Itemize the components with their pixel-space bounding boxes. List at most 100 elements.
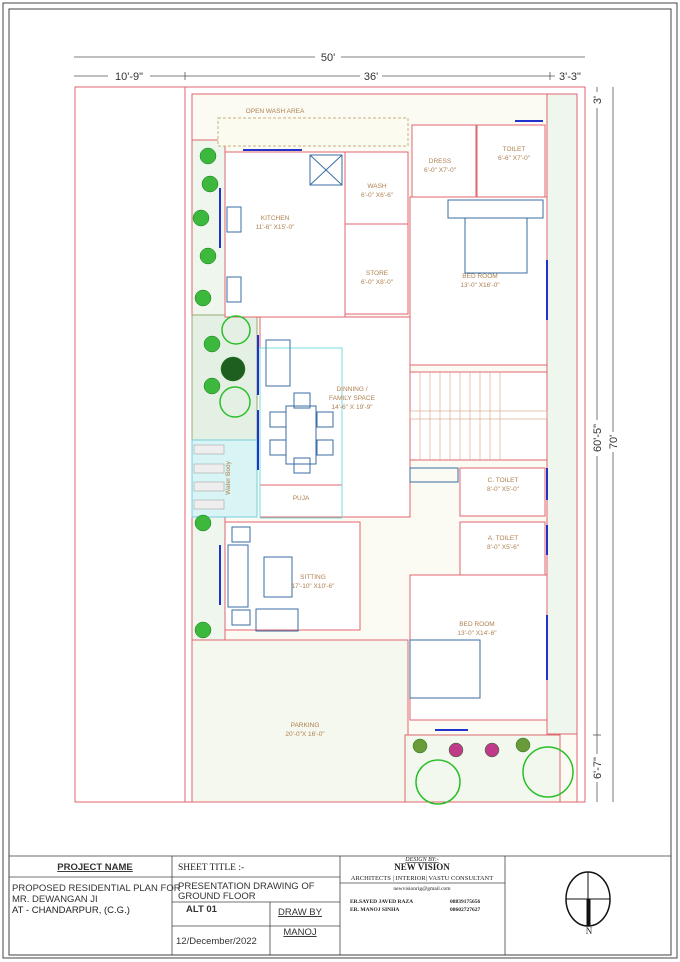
- stove-icon: [226, 206, 242, 233]
- windows: [219, 120, 548, 731]
- label-dress: DRESS: [429, 158, 452, 165]
- draw-by-label: DRAW BY: [278, 907, 323, 918]
- parking: [191, 639, 409, 803]
- label-store: STORE: [366, 270, 389, 277]
- plant-icon: [199, 147, 217, 165]
- tree-icon: [522, 746, 574, 798]
- bed-1: [464, 217, 528, 274]
- size-kitchen: 11'-6" X15'-0": [256, 224, 295, 231]
- flower-plant-icon: [515, 737, 531, 753]
- label-water-body: Water Body: [225, 460, 232, 494]
- size-a-toilet: 8'-0" X5'-6": [487, 544, 520, 551]
- size-dining: 14'-6" X 19'-9": [331, 404, 373, 411]
- a-toilet: [459, 521, 546, 576]
- plant-icon: [194, 289, 212, 307]
- sink-icon: [226, 276, 242, 303]
- date: 12/December/2022: [176, 936, 257, 947]
- size-bedroom-1: 13'-0" X16'-0": [460, 282, 500, 289]
- loveseat: [255, 608, 299, 632]
- firm-tagline: ARCHITECTS | INTERIOR| VASTU CONSULTANT: [351, 875, 493, 882]
- plant-icon: [192, 209, 210, 227]
- kitchen: [224, 151, 346, 318]
- washbasin: [409, 467, 459, 483]
- label-bedroom-1: BED ROOM: [462, 273, 497, 280]
- design-by-label: DESIGN BY:-: [404, 857, 438, 863]
- dim-total-depth: 70': [608, 435, 620, 449]
- flower-plant-icon: [412, 738, 428, 754]
- tree-icon: [219, 386, 251, 418]
- dim-front-setback: 6'-7": [592, 757, 604, 779]
- label-open-wash: OPEN WASH AREA: [246, 108, 305, 115]
- dim-total-width: 50': [321, 52, 335, 64]
- label-family-space: FAMILY SPACE: [329, 395, 376, 402]
- project-line-1: PROPOSED RESIDENTIAL PLAN FOR: [12, 883, 181, 894]
- stair-treads: [409, 372, 548, 460]
- size-dress: 6'-0" X7'-0": [424, 167, 457, 174]
- title-block: [8, 855, 672, 956]
- size-wash: 6'-0" X6'-6": [361, 192, 394, 199]
- size-parking: 20'-0"X 16'-0": [285, 731, 325, 738]
- flower-plant-icon: [484, 742, 500, 758]
- dim-left-setback: 10'-9": [115, 71, 143, 83]
- dining-table: [285, 405, 317, 465]
- plant-icon: [201, 175, 219, 193]
- front-garden: [404, 734, 561, 803]
- furniture: [226, 154, 544, 699]
- label-wash: WASH: [367, 183, 387, 190]
- size-sitting: 17'-10" X10'-6": [292, 583, 336, 590]
- contact-phone-1: 08839175656: [450, 899, 481, 905]
- label-puja: PUJA: [293, 495, 310, 502]
- contact-name-1: ER.SAYED JAVED RAZA: [350, 899, 413, 905]
- contact-phone-2: 08602727627: [450, 907, 481, 913]
- dining-family: [259, 316, 411, 518]
- firm-name: NEW VISION: [394, 862, 450, 872]
- plant-icon: [203, 335, 221, 353]
- tree-icon: [221, 315, 251, 345]
- dining-zone: [259, 347, 343, 519]
- toilet: [476, 124, 546, 198]
- dress: [411, 124, 477, 198]
- plant-icon: [194, 514, 212, 532]
- label-c-toilet: C. TOILET: [488, 477, 519, 484]
- plant-icon: [199, 247, 217, 265]
- c-toilet: [459, 467, 546, 517]
- size-toilet: 6'-6" X7'-0": [498, 155, 531, 162]
- label-a-toilet: A. TOILET: [488, 535, 518, 542]
- dim-right-setback: 3'-3": [559, 71, 581, 83]
- north-label: N: [586, 926, 593, 936]
- label-bedroom-2: BED ROOM: [459, 621, 494, 628]
- label-kitchen: KITCHEN: [261, 215, 290, 222]
- bedroom-1: [409, 196, 548, 366]
- alt-number: ALT 01: [186, 904, 218, 915]
- label-dining: DINNING /: [336, 386, 367, 393]
- open-wash-area: [217, 117, 409, 147]
- duct: [309, 154, 343, 186]
- draw-by-name: MANOJ: [283, 927, 317, 938]
- store: [344, 223, 409, 315]
- flower-plant-icon: [448, 742, 464, 758]
- firm-email: newvisionrig@gmail.com: [393, 886, 451, 892]
- sofa-sitting: [227, 544, 249, 608]
- sheet-title-line-1: PRESENTATION DRAWING OF: [178, 881, 315, 892]
- project-name-label: PROJECT NAME: [57, 862, 132, 873]
- sheet-title-line-2: GROUND FLOOR: [178, 891, 256, 902]
- bedroom-2: [409, 574, 548, 721]
- project-line-2: MR. DEWANGAN JI: [12, 894, 98, 905]
- size-bedroom-2: 13'-0" X14'-6": [457, 630, 497, 637]
- palm-icon: [220, 356, 246, 382]
- project-line-3: AT - CHANDARPUR, (C.G.): [12, 905, 130, 916]
- dim-rear-setback: 3': [592, 96, 604, 104]
- contact-name-2: ER. MANOJ SINHA: [350, 907, 399, 913]
- plants: [192, 147, 574, 805]
- sheet-title-label: SHEET TITLE :-: [178, 863, 244, 873]
- plant-icon: [203, 377, 221, 395]
- label-toilet: TOILET: [503, 146, 526, 153]
- room-labels: OPEN WASH AREA KITCHEN 11'-6" X15'-0" WA…: [225, 108, 531, 738]
- plant-icon: [194, 621, 212, 639]
- label-parking: PARKING: [291, 722, 320, 729]
- size-store: 6'-0" X8'-0": [361, 279, 394, 286]
- size-c-toilet: 8'-0" X5'-0": [487, 486, 520, 493]
- staircase: [409, 371, 548, 461]
